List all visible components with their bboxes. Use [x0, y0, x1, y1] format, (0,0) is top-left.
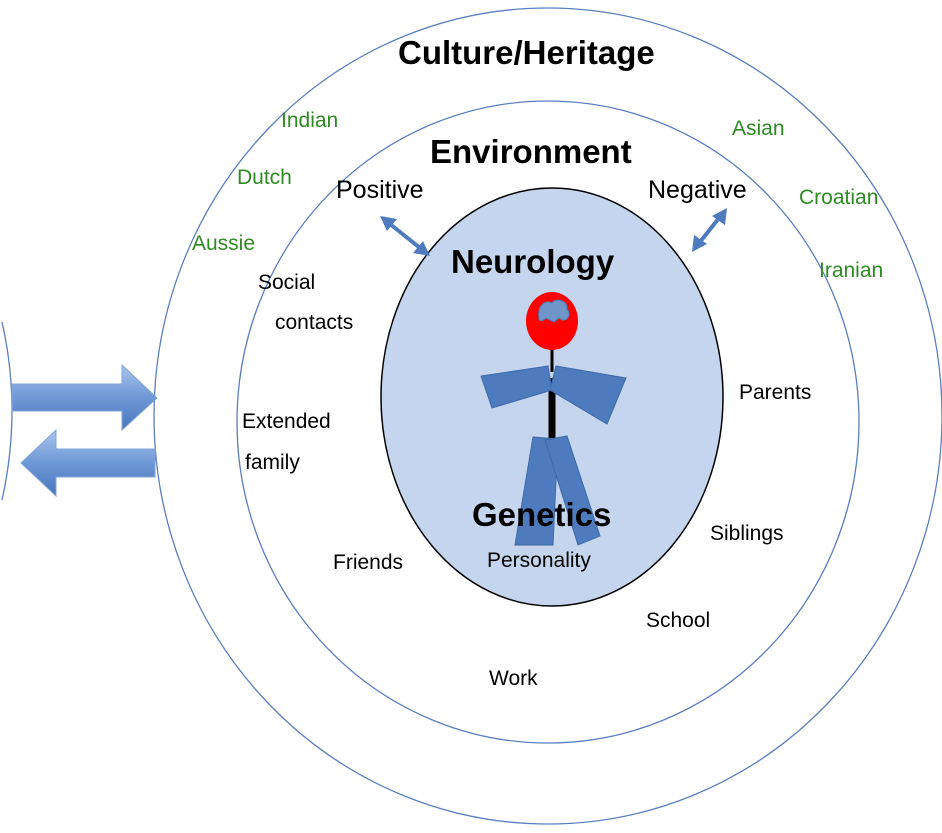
environment-item-friends: Friends: [333, 551, 404, 574]
culture-label-indian: Indian: [281, 109, 339, 132]
environment-item-siblings: Siblings: [710, 522, 784, 545]
environment-ring: [236, 100, 860, 744]
environment-item-parents: Parents: [739, 381, 812, 404]
person-figure: [480, 292, 627, 546]
culture-label-croatian: Croatian: [799, 186, 879, 209]
right-arrow: [11, 363, 158, 432]
environment-item-contacts: contacts: [275, 311, 354, 334]
figure-right-arm: [549, 365, 627, 425]
environment-item-extended: Extended: [242, 410, 331, 433]
environment-negative: Negative: [648, 176, 747, 204]
environment-item-social: Social: [258, 271, 316, 294]
double-headed-arrow: [380, 216, 430, 256]
personality-label: Personality: [487, 549, 591, 572]
environment-title: Environment: [430, 133, 632, 170]
culture-label-iranian: Iranian: [819, 259, 884, 282]
figure-left-arm: [480, 365, 553, 409]
neurology-label: Neurology: [451, 243, 615, 280]
genetics-label: Genetics: [472, 496, 612, 533]
brain-icon: [538, 299, 570, 323]
figure-left-leg: [514, 436, 559, 546]
culture-label-aussie: Aussie: [192, 232, 256, 255]
left-partial-ring: [1, 321, 13, 501]
environment-item-family: family: [245, 451, 300, 474]
culture-label-dutch: Dutch: [237, 166, 292, 189]
environment-item-work: Work: [489, 667, 538, 690]
environment-positive: Positive: [336, 176, 424, 204]
double-headed-arrow: [692, 208, 727, 252]
figure-right-leg: [544, 435, 601, 546]
left-arrow: [20, 428, 156, 498]
culture-label-asian: Asian: [732, 117, 785, 140]
culture-ring: [153, 7, 942, 825]
environment-item-school: School: [646, 609, 711, 632]
culture-title: Culture/Heritage: [398, 34, 655, 71]
